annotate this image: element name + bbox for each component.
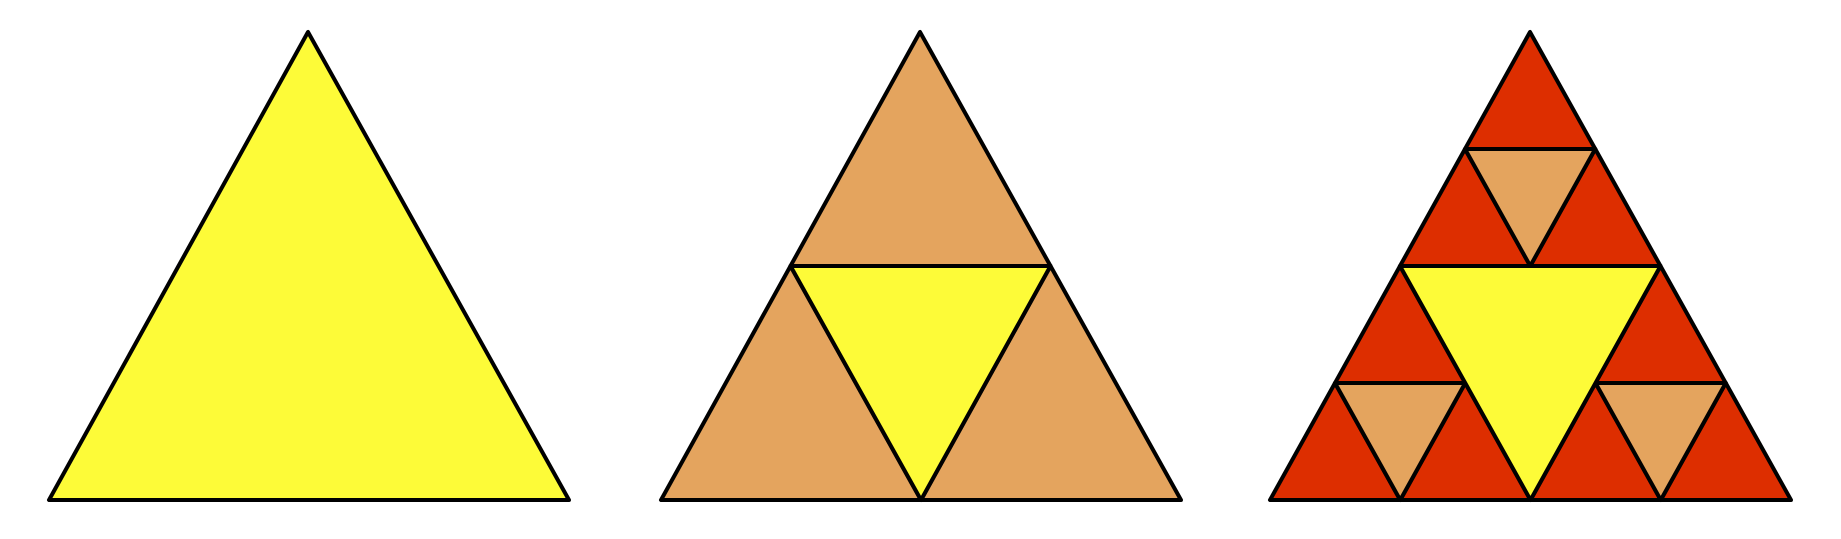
sierpinski-panel-1	[47, 30, 571, 502]
center-triangle-level-1	[1333, 381, 1468, 502]
outer-triangle-level-0	[47, 30, 571, 502]
sierpinski-panel-3	[1268, 30, 1793, 502]
center-triangle-level-0	[788, 264, 1053, 502]
center-triangle-level-0	[1398, 264, 1663, 502]
outer-triangle-level-1	[788, 30, 1053, 268]
sierpinski-panel-2	[659, 30, 1183, 502]
outer-triangle-level-2	[1463, 30, 1598, 151]
center-triangle-level-1	[1593, 381, 1728, 502]
center-triangle-level-1	[1463, 147, 1598, 268]
